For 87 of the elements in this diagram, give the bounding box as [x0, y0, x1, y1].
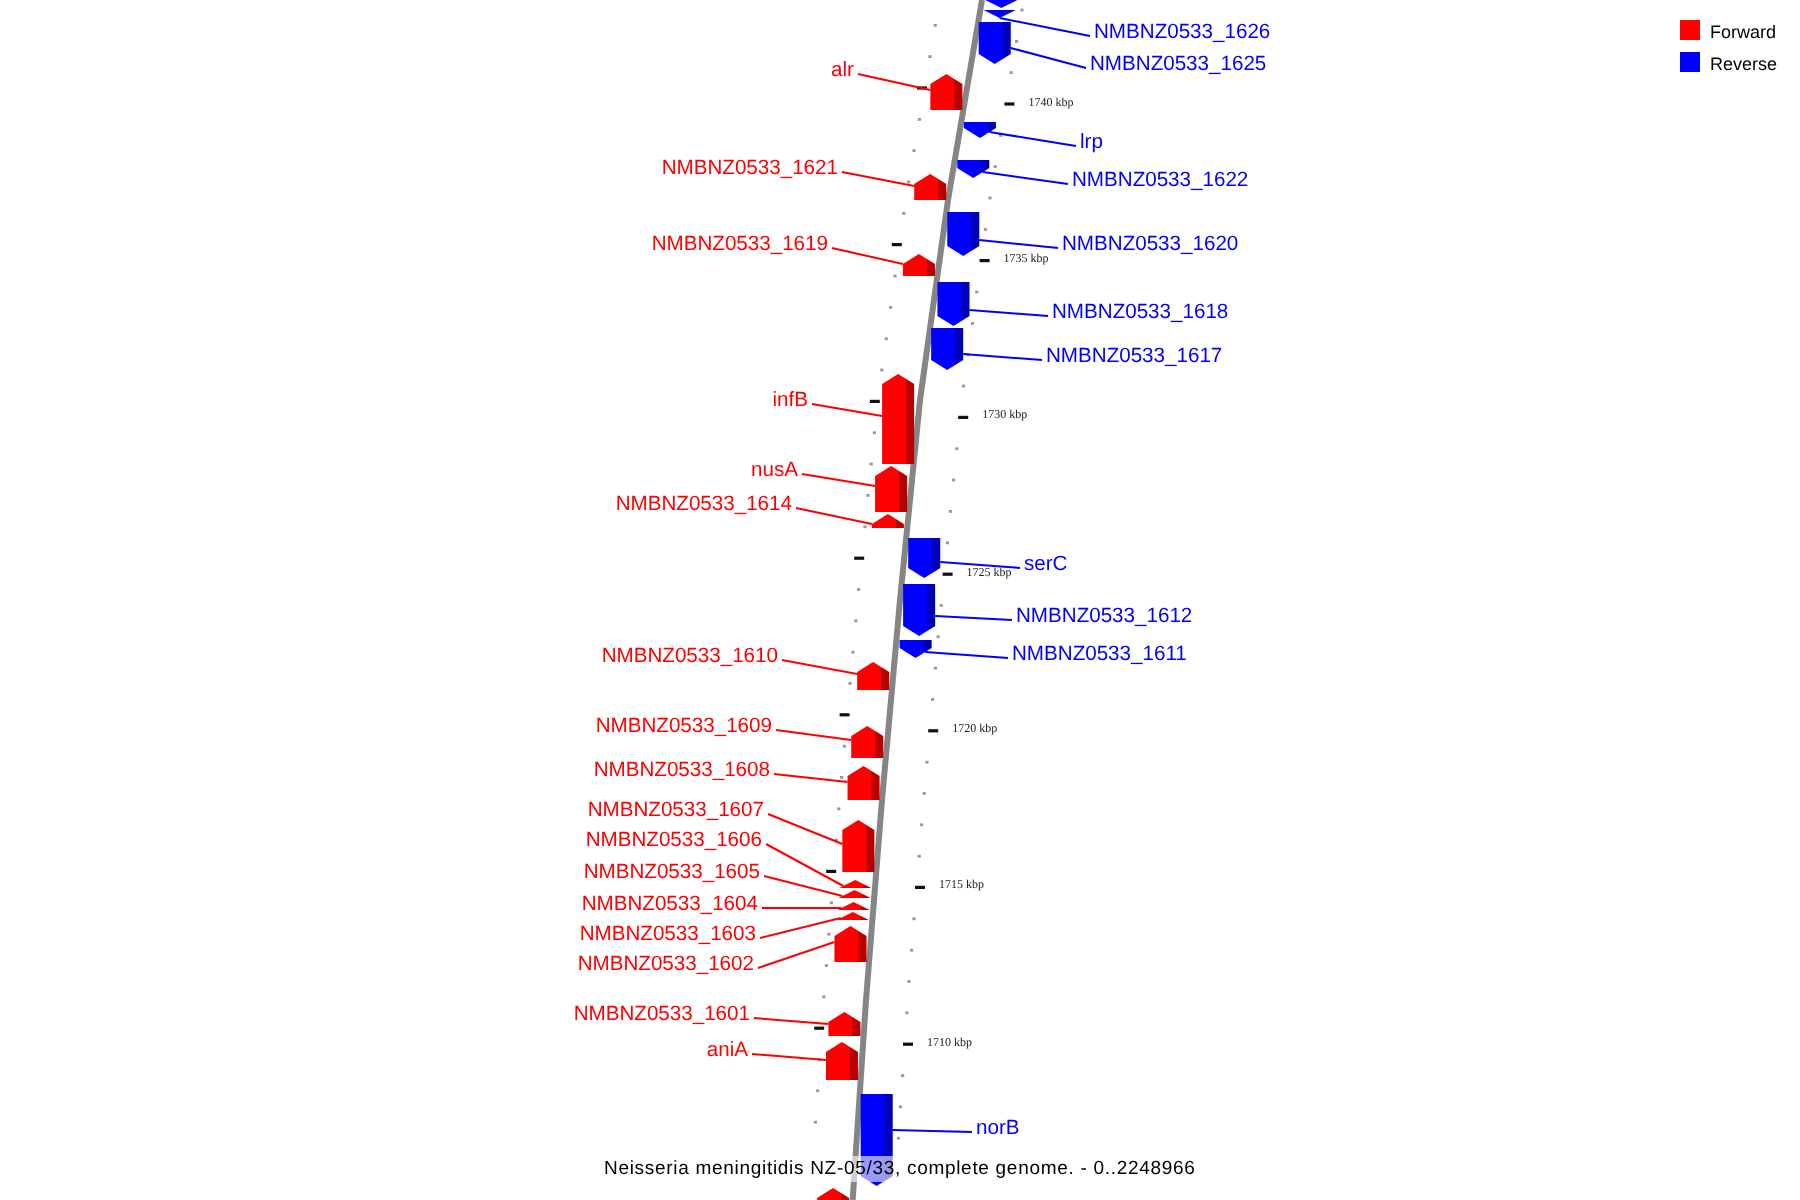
leader-line	[857, 73, 932, 91]
gene-label: NMBNZ0533_1601	[573, 1004, 750, 1028]
gene-label: NMBNZ0533_1610	[601, 646, 778, 670]
gene-block	[902, 254, 935, 276]
gene-block	[908, 538, 941, 578]
gene-label: NMBNZ0533_1618	[1052, 302, 1229, 326]
gene-label: NMBNZ0533_1617	[1046, 346, 1223, 370]
gene-label: infB	[772, 390, 808, 414]
gene-label: NMBNZ0533_1611	[1012, 644, 1187, 668]
gene-label: NMBNZ0533_1622	[1072, 170, 1249, 194]
leader-line	[981, 171, 1069, 185]
gene-label: NMBNZ0533_1612	[1016, 606, 1193, 630]
leader-line	[765, 843, 845, 887]
gene-block	[931, 328, 964, 370]
legend-label: Forward	[1710, 21, 1777, 41]
gene-block	[839, 880, 872, 888]
gene-label: NMBNZ0533_1619	[651, 234, 828, 258]
leader-line	[811, 403, 884, 417]
leader-line	[924, 651, 1009, 659]
leader-line	[781, 659, 859, 675]
gene-block	[838, 890, 871, 898]
gene-block	[930, 74, 963, 110]
gene-label: NMBNZ0533_1607	[587, 800, 764, 824]
leader-line	[795, 507, 873, 525]
gene-label: NMBNZ0533_1605	[583, 862, 760, 886]
gene-label: NMBNZ0533_1608	[593, 760, 770, 784]
leader-line	[801, 473, 877, 487]
gene-block	[834, 926, 867, 962]
leader-line	[978, 239, 1059, 249]
gene-block	[882, 374, 915, 464]
leader-line	[998, 17, 1091, 37]
leader-line	[1009, 47, 1087, 69]
gene-block	[903, 584, 936, 636]
gene-block	[836, 912, 869, 920]
gene-block	[825, 1042, 858, 1080]
leader-line	[939, 561, 1021, 569]
gene-block	[947, 212, 980, 256]
leader-line	[763, 875, 844, 897]
gene-block	[978, 22, 1011, 64]
gene-label: NMBNZ0533_1602	[577, 954, 754, 978]
leader-line	[988, 131, 1077, 147]
gene-block	[899, 640, 932, 658]
gene-label: NMBNZ0533_1621	[661, 158, 838, 182]
gene-label: lrp	[1080, 132, 1103, 156]
leader-line	[968, 309, 1049, 317]
gene-label: NMBNZ0533_1614	[615, 494, 792, 518]
gene-block	[828, 1012, 861, 1036]
gene-label: NMBNZ0533_1603	[579, 924, 756, 948]
leader-line	[761, 907, 843, 909]
leader-line	[841, 171, 916, 187]
gene-label: serC	[1024, 554, 1068, 578]
gene-block	[857, 662, 890, 690]
gene-label: norB	[976, 1118, 1020, 1142]
leader-line	[759, 917, 842, 939]
gene-block	[851, 726, 884, 758]
leader-line	[891, 1129, 973, 1133]
gene-block	[837, 902, 870, 910]
leader-line	[831, 247, 904, 265]
leader-line	[757, 941, 836, 969]
leader-line	[751, 1053, 827, 1061]
gene-label: NMBNZ0533_1620	[1062, 234, 1239, 258]
gene-block	[817, 1188, 850, 1200]
gene-label: nusA	[751, 460, 798, 484]
gene-label: aniA	[706, 1040, 748, 1064]
caption: Neisseria meningitidis NZ-05/33, complete genome. - 0..2248966	[600, 1156, 1200, 1182]
gene-block	[847, 766, 880, 800]
gene-label: NMBNZ0533_1626	[1094, 22, 1271, 46]
leader-line	[934, 615, 1013, 621]
gene-block	[871, 514, 904, 528]
gene-block	[985, 0, 1018, 8]
gene-label: alr	[831, 60, 854, 84]
leader-line	[767, 813, 844, 845]
gene-block	[963, 122, 996, 138]
gene-block	[914, 174, 947, 200]
leader-line	[753, 1017, 830, 1025]
gene-label: NMBNZ0533_1625	[1090, 54, 1267, 78]
gene-label: NMBNZ0533_1609	[595, 716, 772, 740]
gene-block	[937, 282, 970, 326]
legend-label: Reverse	[1710, 53, 1778, 73]
gene-block	[957, 160, 990, 178]
gene-block	[983, 10, 1016, 18]
leader-line	[775, 729, 853, 741]
leader-line	[962, 353, 1043, 361]
gene-label: NMBNZ0533_1604	[581, 894, 758, 918]
gene-label: NMBNZ0533_1606	[585, 830, 762, 854]
gene-block	[842, 820, 875, 872]
leader-line	[773, 773, 849, 783]
